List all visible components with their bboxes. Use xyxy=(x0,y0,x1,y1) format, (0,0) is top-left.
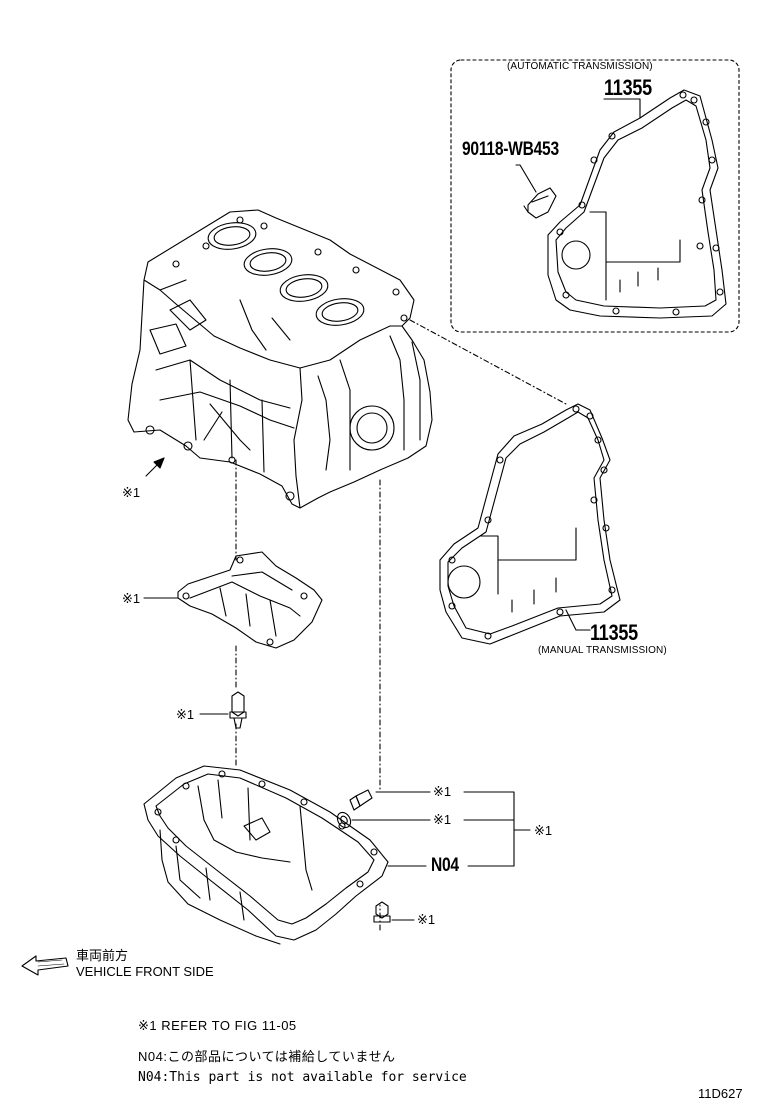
ref-block[interactable]: ※1 xyxy=(122,485,141,500)
ref-group[interactable]: ※1 xyxy=(534,823,553,838)
ref-drain-plug[interactable]: ※1 xyxy=(433,784,452,799)
oil-pan xyxy=(143,765,389,945)
vehicle-front-arrow xyxy=(21,955,69,976)
at-end-plate xyxy=(547,89,727,319)
plug-90118-wb453 xyxy=(523,187,557,219)
ref-baffle[interactable]: ※1 xyxy=(122,591,141,606)
mt-subtitle: (MANUAL TRANSMISSION) xyxy=(538,645,667,656)
leader-mt-plate xyxy=(565,609,591,631)
automatic-transmission-box xyxy=(450,59,740,333)
at-box-title: (AUTOMATIC TRANSMISSION) xyxy=(507,61,653,72)
direction-en: VEHICLE FRONT SIDE xyxy=(76,964,214,979)
direction-jp: 車両前方 xyxy=(76,948,129,963)
figure-id: 11D627 xyxy=(698,1086,743,1101)
oil-baffle xyxy=(177,551,323,649)
footnote-n04-jp: N04:この部品については補給していません xyxy=(138,1049,396,1064)
footnote-refer: ※1 REFER TO FIG 11-05 xyxy=(138,1018,297,1033)
plug-part-number[interactable]: 90118-WB453 xyxy=(462,139,559,160)
bracket-group xyxy=(463,791,515,867)
mt-end-plate xyxy=(439,403,621,645)
cylinder-block xyxy=(127,209,433,509)
ref-baffle-bolt[interactable]: ※1 xyxy=(176,707,195,722)
dashed-line-block-mt xyxy=(409,319,567,405)
block-arrow xyxy=(145,457,165,477)
ref-washer[interactable]: ※1 xyxy=(433,812,452,827)
ref-pan-bolt[interactable]: ※1 xyxy=(417,912,436,927)
drain-washer xyxy=(336,811,352,829)
baffle-bolt xyxy=(229,691,247,729)
oil-pan-label[interactable]: N04 xyxy=(431,855,459,876)
leader-plug xyxy=(515,164,537,193)
mt-plate-part-number[interactable]: 11355 xyxy=(590,620,638,645)
drain-plug xyxy=(349,789,373,811)
footnote-n04-en: N04:This part is not available for servi… xyxy=(138,1070,467,1085)
pan-bolt xyxy=(373,901,391,923)
at-plate-part-number[interactable]: 11355 xyxy=(604,75,652,100)
leader-at-plate xyxy=(603,98,641,119)
